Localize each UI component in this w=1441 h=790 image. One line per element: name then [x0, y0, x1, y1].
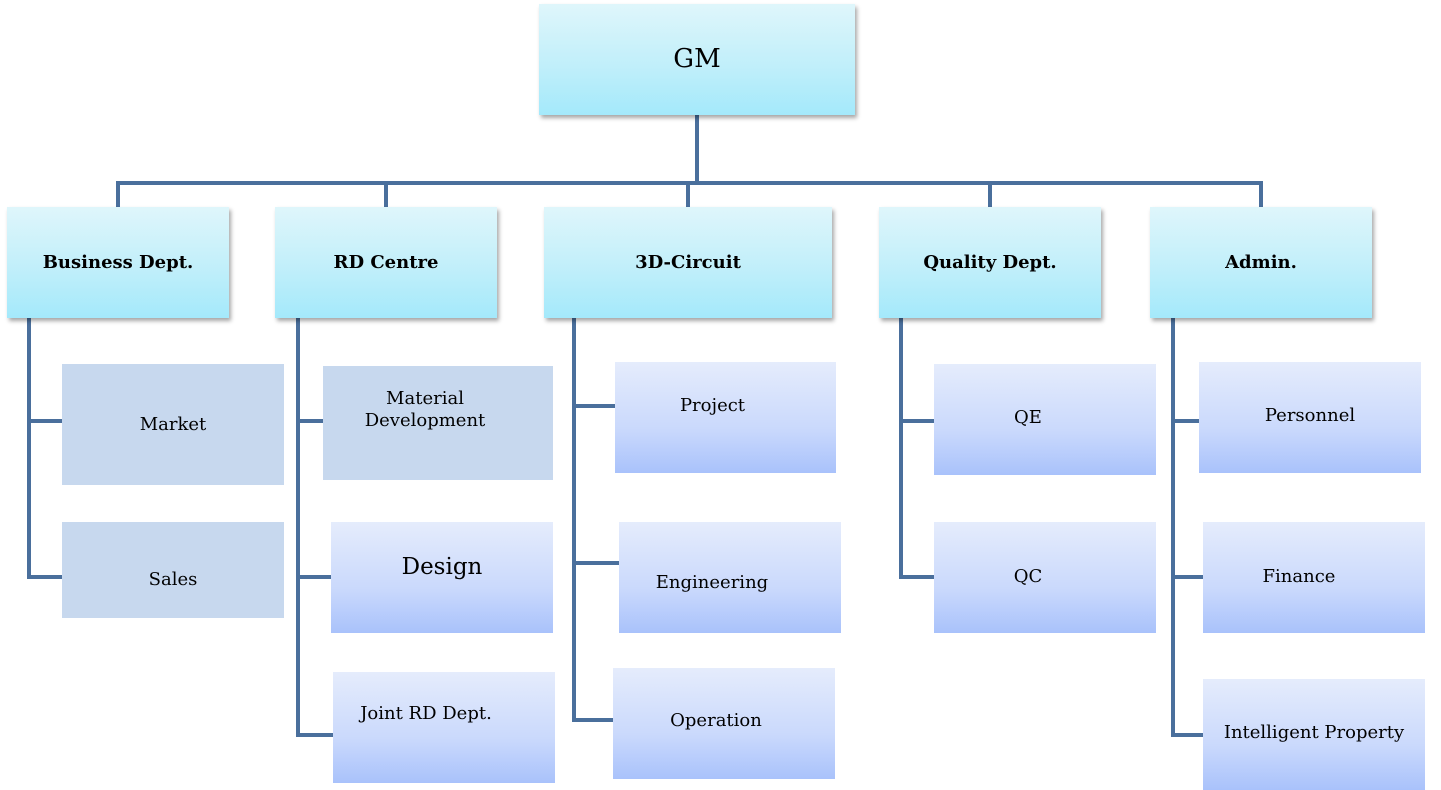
unit-label: Finance [1262, 565, 1336, 587]
unit-box-market: Market [62, 364, 284, 485]
department-label: Quality Dept. [923, 251, 1057, 273]
unit-label: Market [139, 413, 207, 435]
unit-label: QC [1013, 565, 1043, 587]
department-label: Admin. [1225, 251, 1297, 273]
unit-label: Design [401, 553, 483, 580]
unit-label: Sales [148, 569, 198, 591]
department-box-business: Business Dept. [7, 207, 229, 318]
unit-label: Operation [670, 709, 762, 731]
unit-box-design: Design [331, 522, 553, 633]
unit-box-joint-rd: Joint RD Dept. [333, 672, 555, 783]
unit-box-finance: Finance [1203, 522, 1425, 633]
department-box-rd-centre: RD Centre [275, 207, 497, 318]
unit-box-intelligent-property: Intelligent Property [1203, 679, 1425, 790]
unit-box-engineering: Engineering [619, 522, 841, 633]
department-label: Business Dept. [42, 251, 194, 273]
unit-box-material-development: Material Development [323, 366, 553, 480]
unit-box-qc: QC [934, 522, 1156, 633]
unit-box-project: Project [615, 362, 836, 473]
department-box-admin: Admin. [1150, 207, 1372, 318]
unit-box-operation: Operation [613, 668, 835, 779]
department-box-quality: Quality Dept. [879, 207, 1101, 318]
unit-label: Project [679, 394, 746, 416]
unit-box-qe: QE [934, 364, 1156, 475]
department-label: 3D-Circuit [635, 251, 741, 273]
gm-label: GM [673, 43, 721, 74]
unit-label: Joint RD Dept. [360, 702, 492, 724]
unit-label: Personnel [1264, 404, 1356, 426]
unit-label: QE [1014, 406, 1042, 428]
gm-box: GM [539, 4, 855, 115]
department-label: RD Centre [333, 251, 439, 273]
unit-label: Engineering [655, 571, 769, 593]
unit-box-sales: Sales [62, 522, 284, 618]
unit-label: Material Development [364, 388, 486, 431]
department-box-3d-circuit: 3D-Circuit [544, 207, 832, 318]
unit-box-personnel: Personnel [1199, 362, 1421, 473]
unit-label: Intelligent Property [1223, 721, 1405, 743]
